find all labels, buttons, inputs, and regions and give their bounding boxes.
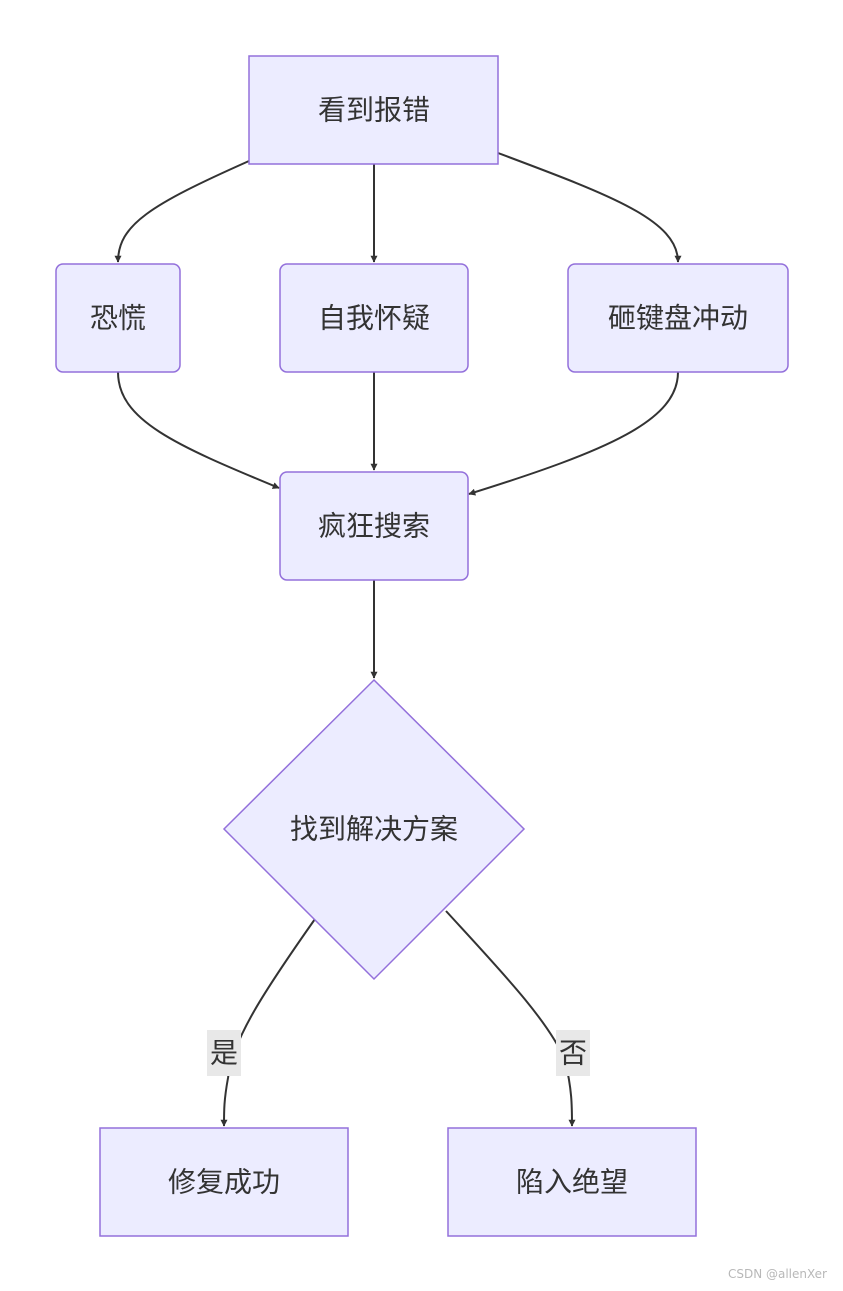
node-smash: 砸键盘冲动	[567, 263, 789, 373]
edge-start-to-smash	[497, 152, 682, 263]
node-despair-label: 陷入绝望	[516, 1166, 628, 1199]
edge-label-no: 否	[556, 1030, 590, 1076]
node-start-label: 看到报错	[318, 94, 430, 127]
edge-panic-to-search	[117, 371, 280, 489]
node-doubt: 自我怀疑	[279, 263, 469, 373]
edge-label-yes-text: 是	[210, 1037, 238, 1070]
edge-smash-to-search	[468, 371, 679, 496]
node-smash-label: 砸键盘冲动	[608, 302, 748, 335]
node-start: 看到报错	[248, 55, 499, 165]
node-success: 修复成功	[99, 1127, 349, 1237]
watermark: CSDN @allenXer	[727, 1267, 827, 1281]
edge-decision-to-success	[220, 918, 316, 1127]
node-search-label: 疯狂搜索	[318, 510, 430, 543]
node-decision-label: 找到解决方案	[290, 813, 458, 846]
edge-decision-to-despair	[445, 910, 576, 1127]
node-decision: 找到解决方案	[222, 678, 526, 981]
node-despair: 陷入绝望	[447, 1127, 697, 1237]
node-panic: 恐慌	[55, 263, 181, 373]
node-panic-label: 恐慌	[90, 302, 146, 335]
node-doubt-label: 自我怀疑	[318, 302, 430, 335]
edge-label-no-text: 否	[559, 1037, 587, 1070]
node-search: 疯狂搜索	[279, 471, 469, 581]
edge-start-to-panic	[114, 160, 250, 263]
edge-label-yes: 是	[207, 1030, 241, 1076]
node-success-label: 修复成功	[168, 1166, 280, 1199]
